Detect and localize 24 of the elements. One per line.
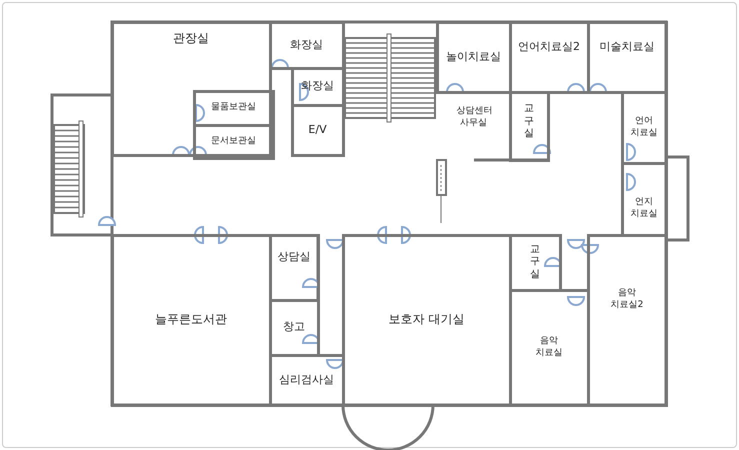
room-name: 음악 치료실2 bbox=[610, 288, 644, 312]
room-name: 늘푸른도서관 bbox=[155, 312, 227, 328]
room-name: 언지 치료실 bbox=[630, 197, 658, 221]
room-name: 교구실 bbox=[524, 103, 534, 141]
room-name: 화장실 bbox=[301, 79, 334, 94]
room-name: 음악 치료실 bbox=[534, 336, 564, 360]
room bbox=[436, 20, 512, 94]
room-name: 화장실 bbox=[290, 38, 323, 52]
room-name: E/V bbox=[308, 122, 327, 138]
room-name: 물품보관실 bbox=[211, 102, 256, 114]
room-name: 놀이치료실 bbox=[446, 50, 501, 64]
room-name: 관장실 bbox=[173, 30, 209, 46]
room-name: 창고 bbox=[283, 320, 305, 335]
room-name: 심리검사실 bbox=[279, 372, 334, 388]
room-name: 보호자 대기실 bbox=[388, 312, 464, 328]
room-name: 상담실 bbox=[278, 250, 310, 265]
room bbox=[110, 234, 272, 406]
room-name: 언어치료실2 bbox=[518, 40, 580, 54]
room-name: 미술치료실 bbox=[600, 40, 654, 54]
room-name: 상담센터 사무실 bbox=[456, 106, 490, 130]
room-name: 문서보관실 bbox=[211, 136, 256, 148]
room bbox=[192, 90, 274, 126]
room-name: 언어 치료실 bbox=[630, 116, 658, 140]
room-name: 교구실 bbox=[530, 244, 540, 282]
